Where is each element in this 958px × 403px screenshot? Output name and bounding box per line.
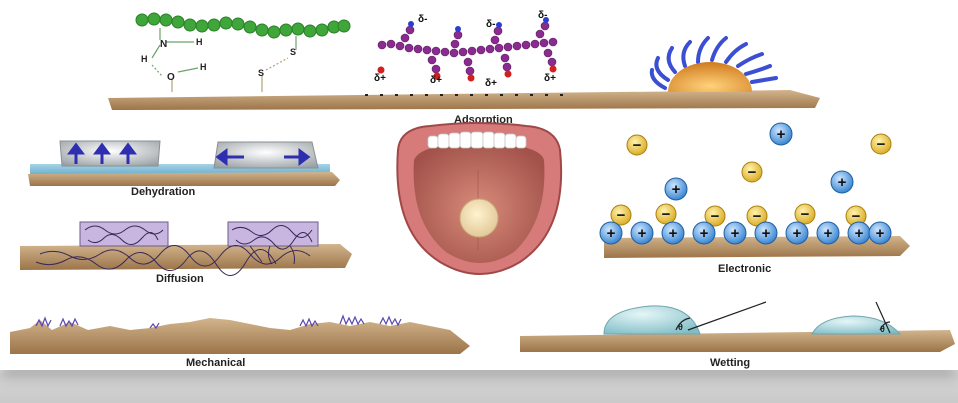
electronic-label: Electronic (718, 263, 771, 275)
positive-ion: + (755, 222, 777, 244)
positive-ion: + (831, 171, 853, 193)
positive-ion: + (665, 178, 687, 200)
wetting-label: Wetting (710, 357, 750, 369)
diagram-canvas: N H H O H S S (0, 0, 958, 370)
positive-ion: + (600, 222, 622, 244)
diffusion-substrate (20, 244, 352, 270)
minus-sign: − (617, 207, 626, 224)
plus-sign: + (876, 225, 885, 242)
mucoadhesive-tablet (460, 199, 498, 237)
negative-ion: − (656, 204, 676, 224)
delta-plus-label: δ+ (485, 78, 497, 89)
s-atom-label: S (290, 47, 296, 57)
plus-sign: + (669, 225, 678, 242)
positive-ion: + (693, 222, 715, 244)
plus-sign: + (607, 225, 616, 242)
plus-sign: + (700, 225, 709, 242)
dehydration-label: Dehydration (131, 186, 195, 198)
delta-plus-label: δ+ (544, 73, 556, 84)
plus-sign: + (777, 126, 786, 143)
electronic-panel: −+−−++−−−−−−++++++++++ Electronic (600, 123, 910, 275)
delta-minus-label: δ- (418, 14, 427, 25)
dehydration-substrate (28, 172, 340, 186)
plus-sign: + (838, 174, 847, 191)
green-polymer-chain (136, 13, 350, 38)
diffusion-label: Diffusion (156, 273, 204, 285)
plus-sign: + (855, 225, 864, 242)
positive-ion: + (724, 222, 746, 244)
h-atom-label: H (196, 37, 203, 47)
minus-sign: − (662, 206, 671, 223)
mucoadhesion-figure: N H H O H S S (0, 0, 958, 370)
minus-sign: − (877, 136, 886, 153)
negative-ion: − (871, 134, 891, 154)
s-atom-label: S (258, 68, 264, 78)
teeth (428, 132, 526, 148)
positive-ion: + (770, 123, 792, 145)
mouth-illustration (397, 123, 561, 274)
positive-ion: + (631, 222, 653, 244)
positive-ion: + (662, 222, 684, 244)
plus-sign: + (731, 225, 740, 242)
positive-ion: + (869, 222, 891, 244)
positive-ion: + (848, 222, 870, 244)
delta-plus-label: δ+ (430, 75, 442, 86)
h-atom-label: H (200, 62, 207, 72)
dehydration-panel: Dehydration (28, 141, 340, 198)
o-atom-label: O (167, 72, 175, 83)
plus-sign: + (638, 225, 647, 242)
theta-label: θ (678, 322, 683, 332)
n-atom-label: N (160, 39, 167, 50)
negative-ion: − (742, 162, 762, 182)
theta-label: θ (880, 324, 885, 334)
minus-sign: − (748, 164, 757, 181)
adsorption-panel: N H H O H S S (108, 10, 820, 126)
delta-plus-label: δ+ (374, 73, 386, 84)
positive-ion: + (817, 222, 839, 244)
mechanical-label: Mechanical (186, 357, 245, 369)
minus-sign: − (711, 208, 720, 225)
negative-ion: − (627, 135, 647, 155)
negative-ion: − (795, 204, 815, 224)
plus-sign: + (762, 225, 771, 242)
ion-layer: −+−−++−−−−−−++++++++++ (600, 123, 891, 244)
delta-minus-label: δ- (538, 10, 547, 21)
rough-substrate (10, 318, 470, 354)
wetting-panel: θ θ Wetting (520, 302, 955, 369)
plus-sign: + (824, 225, 833, 242)
delta-minus-label: δ- (486, 19, 495, 30)
adsorption-substrate (108, 90, 820, 110)
minus-sign: − (633, 137, 642, 154)
h-atom-label: H (141, 54, 148, 64)
purple-polymer-network (378, 22, 557, 75)
plus-sign: + (672, 181, 681, 198)
mechanical-panel: Mechanical (10, 316, 470, 369)
minus-sign: − (801, 206, 810, 223)
diffusion-panel: Diffusion (20, 222, 352, 285)
positive-ion: + (786, 222, 808, 244)
minus-sign: − (753, 208, 762, 225)
plus-sign: + (793, 225, 802, 242)
